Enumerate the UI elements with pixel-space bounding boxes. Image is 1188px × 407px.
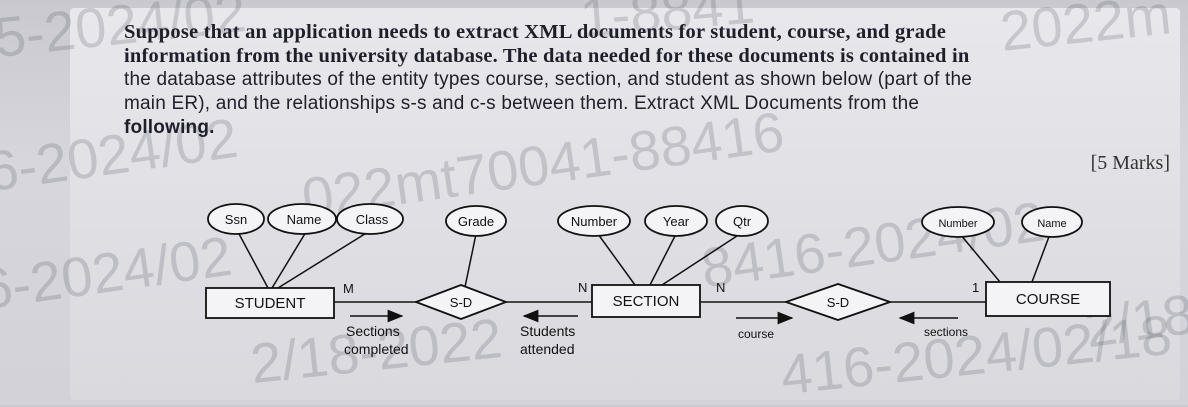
entity-course: [985, 281, 1111, 317]
relationship-s-d-right-label: S-D: [827, 295, 849, 310]
attribute-grade: [445, 205, 507, 237]
attribute-qtr-label: Qtr: [733, 214, 752, 229]
role-label-sections: sections: [924, 325, 968, 339]
attribute-course-name: [1021, 206, 1083, 238]
attribute-class: [336, 203, 404, 235]
attribute-year: [644, 205, 708, 237]
question-line: information from the university database…: [124, 45, 970, 67]
attribute-qtr: [715, 205, 769, 237]
cardinality-one: 1: [972, 280, 979, 295]
attribute-ssn: [207, 203, 265, 235]
cardinality-n: N: [578, 280, 587, 295]
marks-label: [5 Marks]: [1090, 152, 1170, 174]
attribute-name: [267, 203, 337, 235]
entity-student-label: STUDENT: [235, 295, 306, 312]
question-text: Suppose that an application needs to ext…: [124, 20, 1169, 140]
attribute-number-label: Number: [571, 214, 618, 229]
entity-student: [205, 287, 335, 319]
role-label-course: course: [738, 327, 774, 341]
attribute-year-label: Year: [663, 214, 690, 229]
attribute-course-name-label: Name: [1037, 218, 1066, 230]
entity-section: [591, 284, 701, 318]
attribute-name-label: Name: [287, 212, 322, 227]
question-line: main ER), and the relationships s-s and …: [124, 93, 920, 114]
attribute-ssn-label: Ssn: [225, 212, 247, 227]
question-line: the database attributes of the entity ty…: [124, 69, 973, 90]
relationship-s-d-left: [413, 284, 509, 320]
question-line: following.: [124, 117, 215, 138]
relationship-s-d-left-label: S-D: [450, 295, 472, 310]
exam-paper: [70, 8, 1180, 400]
role-label-sections-completed: completed: [344, 341, 409, 357]
role-label-students-attended: attended: [520, 341, 575, 357]
attribute-class-label: Class: [356, 212, 389, 227]
attribute-grade-label: Grade: [458, 214, 494, 229]
entity-section-label: SECTION: [613, 293, 680, 310]
role-label-sections-completed: Sections: [346, 323, 400, 339]
entity-course-label: COURSE: [1016, 291, 1080, 308]
cardinality-m: M: [343, 281, 354, 296]
question-line: Suppose that an application needs to ext…: [124, 21, 947, 43]
role-label-students-attended: Students: [520, 323, 575, 339]
attribute-course-number-label: Number: [938, 218, 977, 230]
cardinality-n: N: [716, 280, 725, 295]
attribute-number: [557, 205, 631, 237]
attribute-course-number: [921, 206, 995, 238]
relationship-s-d-right: [783, 283, 893, 321]
